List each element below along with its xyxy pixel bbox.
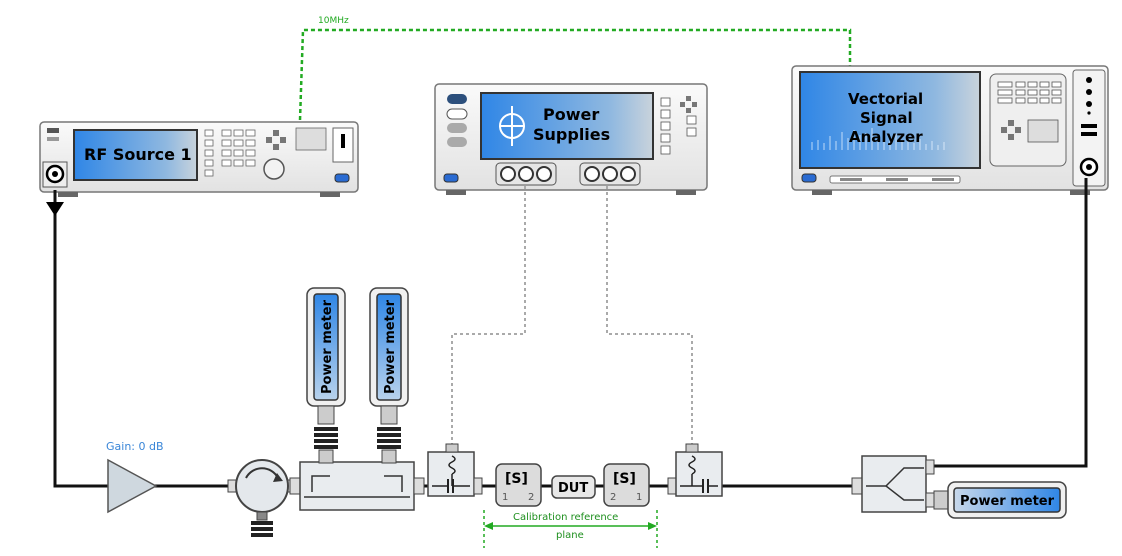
- spectrum-trace: [811, 128, 945, 150]
- supply-terminal-5[interactable]: [602, 166, 618, 182]
- dut-label: DUT: [558, 481, 588, 496]
- supply-terminal-6[interactable]: [620, 166, 636, 182]
- vsa-label-line1: Vectorial: [848, 90, 923, 108]
- s-parameter-block-1[interactable]: [S] 1 2: [495, 463, 542, 507]
- s-block-2-title: [S]: [613, 471, 636, 487]
- power-meter-1[interactable]: Power meter: [306, 287, 346, 464]
- power-supply-symbol-icon: [499, 106, 525, 146]
- s-parameter-block-2[interactable]: [S] 2 1: [603, 463, 650, 507]
- power-meter-2-label: Power meter: [383, 299, 398, 394]
- dut-block[interactable]: DUT: [551, 475, 596, 499]
- calibration-reference-plane: Calibration reference plane: [483, 510, 658, 548]
- sync-label: 10MHz: [318, 16, 349, 26]
- rf-source-label: RF Source 1: [84, 145, 192, 164]
- rf-source-keypad: [204, 127, 327, 177]
- vsa-keypad: [997, 81, 1062, 143]
- vsa-label-line3: Analyzer: [849, 128, 923, 146]
- supply-terminal-4[interactable]: [584, 166, 600, 182]
- signal-direction-arrow-icon: [46, 202, 64, 216]
- rf-source-knob[interactable]: [263, 158, 285, 180]
- power-supplies-label-line1: Power: [543, 105, 599, 124]
- supply-terminal-1[interactable]: [500, 166, 516, 182]
- circulator[interactable]: [227, 459, 297, 537]
- supply-terminal-2[interactable]: [518, 166, 534, 182]
- power-supplies-keys: [660, 97, 697, 155]
- amplifier-gain-label: Gain: 0 dB: [106, 440, 164, 453]
- power-meter-3[interactable]: Power meter: [933, 481, 1067, 519]
- vector-signal-analyzer-instrument[interactable]: Vectorial Signal Analyzer: [791, 65, 1109, 195]
- bias-tee-input[interactable]: [427, 443, 483, 497]
- calibration-label-line2: plane: [556, 530, 584, 541]
- supply-terminal-3[interactable]: [536, 166, 552, 182]
- s-block-1-title: [S]: [505, 471, 528, 487]
- dual-directional-coupler[interactable]: [289, 461, 425, 511]
- power-meter-3-label: Power meter: [960, 494, 1055, 509]
- power-supplies-instrument[interactable]: Power Supplies: [434, 83, 708, 195]
- bias-lines: [451, 186, 693, 445]
- vsa-label-line2: Signal: [860, 109, 913, 127]
- calibration-label-line1: Calibration reference: [513, 512, 618, 523]
- s-block-1-port-a: 1: [502, 492, 508, 503]
- s-block-2-port-a: 2: [610, 492, 616, 503]
- amplifier[interactable]: Gain: 0 dB: [106, 440, 164, 514]
- power-splitter[interactable]: [851, 455, 935, 513]
- power-meter-1-label: Power meter: [320, 299, 335, 394]
- rf-signal-path: [53, 178, 1088, 488]
- rf-source-instrument[interactable]: RF Source 1: [39, 121, 359, 197]
- rf-source-dpad: [266, 130, 286, 150]
- sync-reference-line: 10MHz: [298, 16, 852, 121]
- power-meter-2[interactable]: Power meter: [369, 287, 409, 464]
- bias-tee-output[interactable]: [667, 443, 723, 497]
- s-block-2-port-b: 1: [636, 492, 642, 503]
- termination-load: [251, 521, 273, 537]
- s-block-1-port-b: 2: [528, 492, 534, 503]
- power-supplies-label-line2: Supplies: [533, 125, 610, 144]
